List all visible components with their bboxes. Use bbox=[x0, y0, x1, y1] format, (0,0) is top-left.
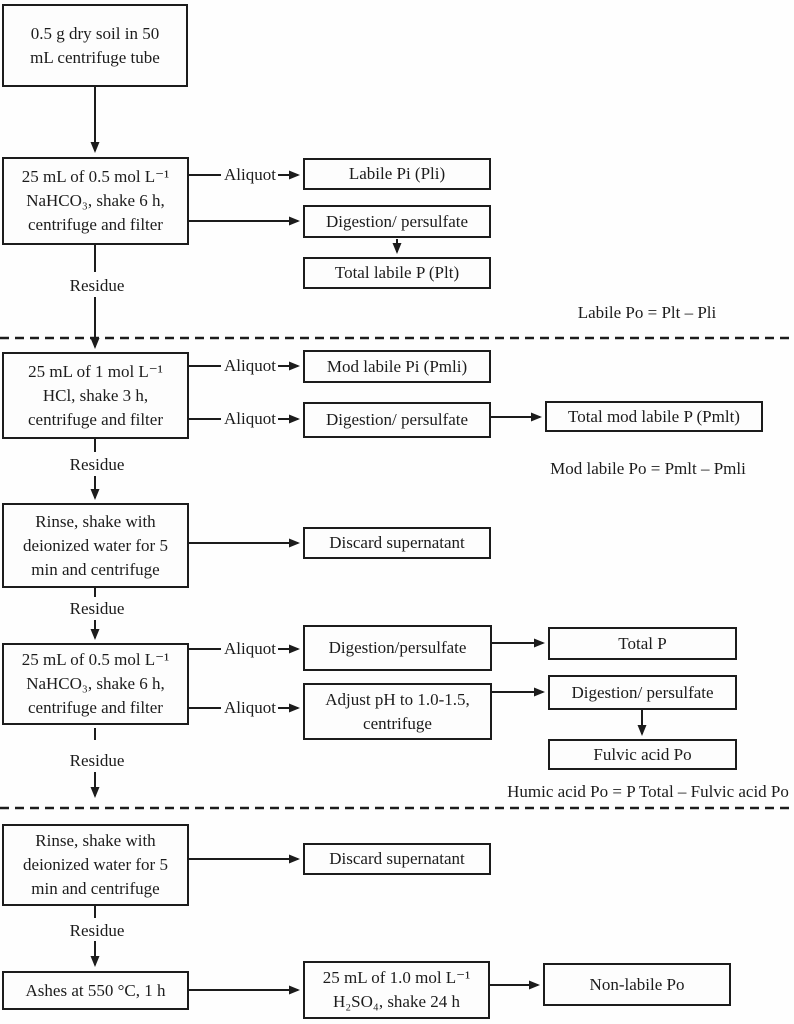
edge-label-residue-2: Residue bbox=[69, 455, 125, 474]
edge-label-residue-5: Residue bbox=[69, 921, 125, 940]
box-digestion-persulfate-4: Digestion/ persulfate bbox=[548, 675, 737, 710]
box-discard-supernatant-2: Discard supernatant bbox=[303, 843, 491, 875]
box-total-mod-labile-p: Total mod labile P (Pmlt) bbox=[545, 401, 763, 432]
formula-humic-acid-po: Humic acid Po = P Total – Fulvic acid Po bbox=[507, 782, 789, 801]
box-nahco3-extraction-2: 25 mL of 0.5 mol L⁻¹ NaHCO₃, shake 6 h, … bbox=[2, 643, 189, 725]
box-soil-sample: 0.5 g dry soil in 50 mL centrifuge tube bbox=[2, 4, 188, 87]
edge-label-aliquot-1: Aliquot bbox=[224, 165, 276, 184]
edge-label-aliquot-3: Aliquot bbox=[224, 409, 276, 428]
edge-label-residue-4: Residue bbox=[69, 751, 125, 770]
box-total-p: Total P bbox=[548, 627, 737, 660]
edge-label-residue-3: Residue bbox=[69, 599, 125, 618]
box-digestion-persulfate-1: Digestion/ persulfate bbox=[303, 205, 491, 238]
box-mod-labile-pi: Mod labile Pi (Pmli) bbox=[303, 350, 491, 383]
box-nahco3-extraction-1: 25 mL of 0.5 mol L⁻¹ NaHCO₃, shake 6 h, … bbox=[2, 157, 189, 245]
box-hcl-extraction: 25 mL of 1 mol L⁻¹ HCl, shake 3 h, centr… bbox=[2, 352, 189, 439]
edge-label-aliquot-2: Aliquot bbox=[224, 356, 276, 375]
box-ashes: Ashes at 550 °C, 1 h bbox=[2, 971, 189, 1010]
box-h2so4-extraction: 25 mL of 1.0 mol L⁻¹ H₂SO₄, shake 24 h bbox=[303, 961, 490, 1019]
box-digestion-persulfate-3: Digestion/persulfate bbox=[303, 625, 492, 671]
box-labile-pi: Labile Pi (Pli) bbox=[303, 158, 491, 190]
edge-label-aliquot-4: Aliquot bbox=[224, 639, 276, 658]
box-non-labile-po: Non-labile Po bbox=[543, 963, 731, 1006]
box-rinse-1: Rinse, shake with deionized water for 5 … bbox=[2, 503, 189, 588]
box-fulvic-acid-po: Fulvic acid Po bbox=[548, 739, 737, 770]
box-adjust-ph: Adjust pH to 1.0-1.5, centrifuge bbox=[303, 683, 492, 740]
edge-label-aliquot-5: Aliquot bbox=[224, 698, 276, 717]
formula-mod-labile-po: Mod labile Po = Pmlt – Pmli bbox=[550, 459, 746, 478]
box-rinse-2: Rinse, shake with deionized water for 5 … bbox=[2, 824, 189, 906]
box-discard-supernatant-1: Discard supernatant bbox=[303, 527, 491, 559]
box-digestion-persulfate-2: Digestion/ persulfate bbox=[303, 402, 491, 438]
formula-labile-po: Labile Po = Plt – Pli bbox=[577, 303, 717, 322]
box-total-labile-p: Total labile P (Plt) bbox=[303, 257, 491, 289]
edge-label-residue-1: Residue bbox=[69, 276, 125, 295]
